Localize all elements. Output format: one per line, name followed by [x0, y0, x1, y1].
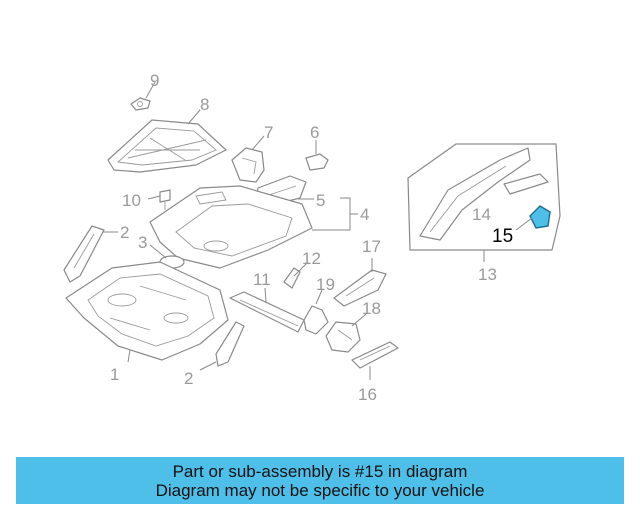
callout-2-upper: 2: [120, 223, 129, 242]
banner-line-1: Part or sub-assembly is #15 in diagram: [172, 461, 468, 481]
callout-3: 3: [138, 233, 147, 252]
part-10: [159, 189, 171, 210]
callout-10: 10: [122, 191, 141, 210]
callout-4: 4: [360, 205, 369, 224]
part-15-highlight: [529, 205, 551, 229]
part-13-group: [407, 143, 561, 251]
callout-7: 7: [264, 123, 273, 142]
parts-diagram: 9 8 7 6 10 5 4 2 3 11 12 19 17 18 16 1 2…: [63, 71, 561, 404]
part-7: [231, 147, 265, 183]
callout-2-lower: 2: [184, 369, 193, 388]
callout-14: 14: [472, 205, 491, 224]
callout-9: 9: [150, 71, 159, 90]
part-4: [149, 185, 313, 269]
part-8: [107, 119, 227, 173]
info-banner: Part or sub-assembly is #15 in diagram D…: [16, 457, 624, 504]
part-6: [305, 153, 329, 171]
callout-16: 16: [358, 385, 377, 404]
callout-6: 6: [310, 123, 319, 142]
part-12: [283, 267, 301, 289]
banner-line-2: Diagram may not be specific to your vehi…: [155, 480, 485, 500]
callout-12: 12: [302, 249, 321, 268]
callout-15: 15: [492, 226, 513, 247]
callout-5: 5: [316, 191, 325, 210]
part-2-upper: [63, 225, 105, 283]
part-17: [333, 269, 387, 307]
part-19: [303, 305, 329, 335]
part-18: [325, 321, 361, 353]
part-16: [351, 341, 399, 369]
callout-17: 17: [362, 237, 381, 256]
part-2-lower: [215, 321, 245, 367]
part-1: [65, 261, 229, 361]
callout-19: 19: [316, 275, 335, 294]
callout-1: 1: [110, 365, 119, 384]
callout-8: 8: [200, 95, 209, 114]
part-9: [130, 97, 151, 111]
callout-11: 11: [253, 270, 271, 289]
callout-18: 18: [362, 299, 381, 318]
leader-lines: [102, 81, 533, 380]
callout-13: 13: [478, 265, 497, 284]
